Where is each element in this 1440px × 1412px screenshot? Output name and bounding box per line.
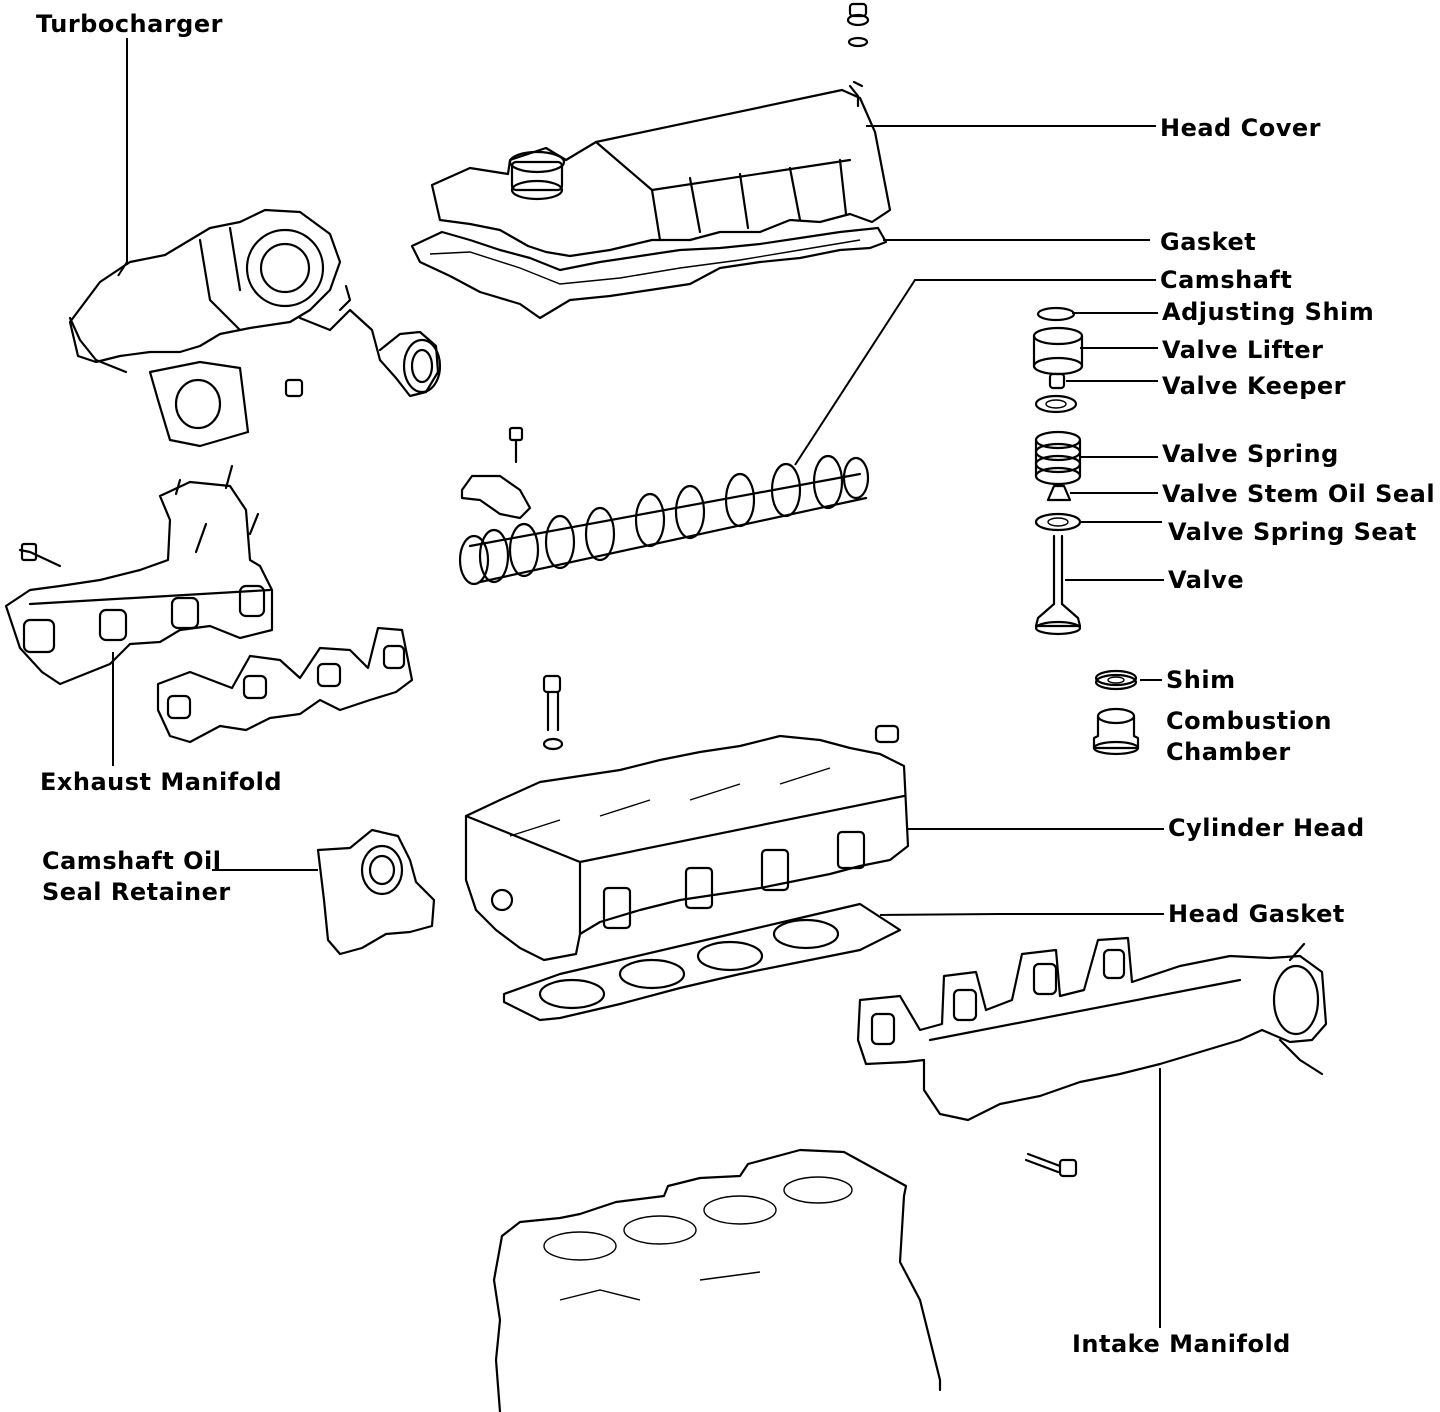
label-gasket: Gasket bbox=[1160, 228, 1257, 256]
label-turbocharger: Turbocharger bbox=[36, 10, 223, 38]
label-shim: Shim bbox=[1166, 666, 1236, 694]
label-valve-spring: Valve Spring bbox=[1162, 440, 1339, 468]
label-valve-stem-oil-seal: Valve Stem Oil Seal bbox=[1162, 480, 1436, 508]
head-cover-nut-icon bbox=[846, 2, 870, 48]
label-valve-keeper: Valve Keeper bbox=[1162, 372, 1346, 400]
camshaft-oil-seal-retainer-icon bbox=[316, 828, 436, 956]
leader-lines bbox=[112, 38, 1164, 1328]
turbocharger-icon bbox=[68, 208, 442, 448]
label-exhaust-manifold: Exhaust Manifold bbox=[40, 768, 283, 796]
label-head-gasket: Head Gasket bbox=[1168, 900, 1345, 928]
cylinder-head-bolt-icon bbox=[542, 674, 900, 751]
label-head-cover: Head Cover bbox=[1160, 114, 1321, 142]
exhaust-manifold-icon bbox=[4, 464, 274, 686]
head-cover-gasket-icon bbox=[410, 226, 888, 320]
head-cover-icon bbox=[430, 80, 892, 258]
label-camshaft: Camshaft bbox=[1160, 266, 1293, 294]
label-intake-manifold: Intake Manifold bbox=[1072, 1330, 1291, 1358]
intake-bolt-icon bbox=[1024, 1152, 1078, 1178]
cylinder-block-icon bbox=[492, 1148, 942, 1412]
exhaust-manifold-gasket-icon bbox=[156, 626, 414, 744]
combustion-chamber-icon bbox=[1092, 707, 1140, 756]
cylinder-head-icon bbox=[464, 734, 910, 962]
label-valve-lifter: Valve Lifter bbox=[1162, 336, 1324, 364]
label-cylinder-head: Cylinder Head bbox=[1168, 814, 1365, 842]
label-combustion-chamber: Combustion Chamber bbox=[1166, 707, 1332, 767]
label-valve: Valve bbox=[1168, 566, 1245, 594]
label-adjusting-shim: Adjusting Shim bbox=[1162, 298, 1375, 326]
intake-manifold-icon bbox=[856, 936, 1328, 1122]
label-camshaft-oil-seal-retainer: Camshaft Oil Seal Retainer bbox=[42, 847, 231, 907]
camshaft-bearing-cap-icon bbox=[460, 426, 532, 520]
head-gasket-icon bbox=[502, 902, 902, 1022]
valve-train-icon bbox=[1032, 306, 1084, 636]
label-valve-spring-seat: Valve Spring Seat bbox=[1168, 518, 1417, 546]
shim-icon bbox=[1094, 669, 1138, 691]
camshaft-icon bbox=[458, 454, 870, 586]
